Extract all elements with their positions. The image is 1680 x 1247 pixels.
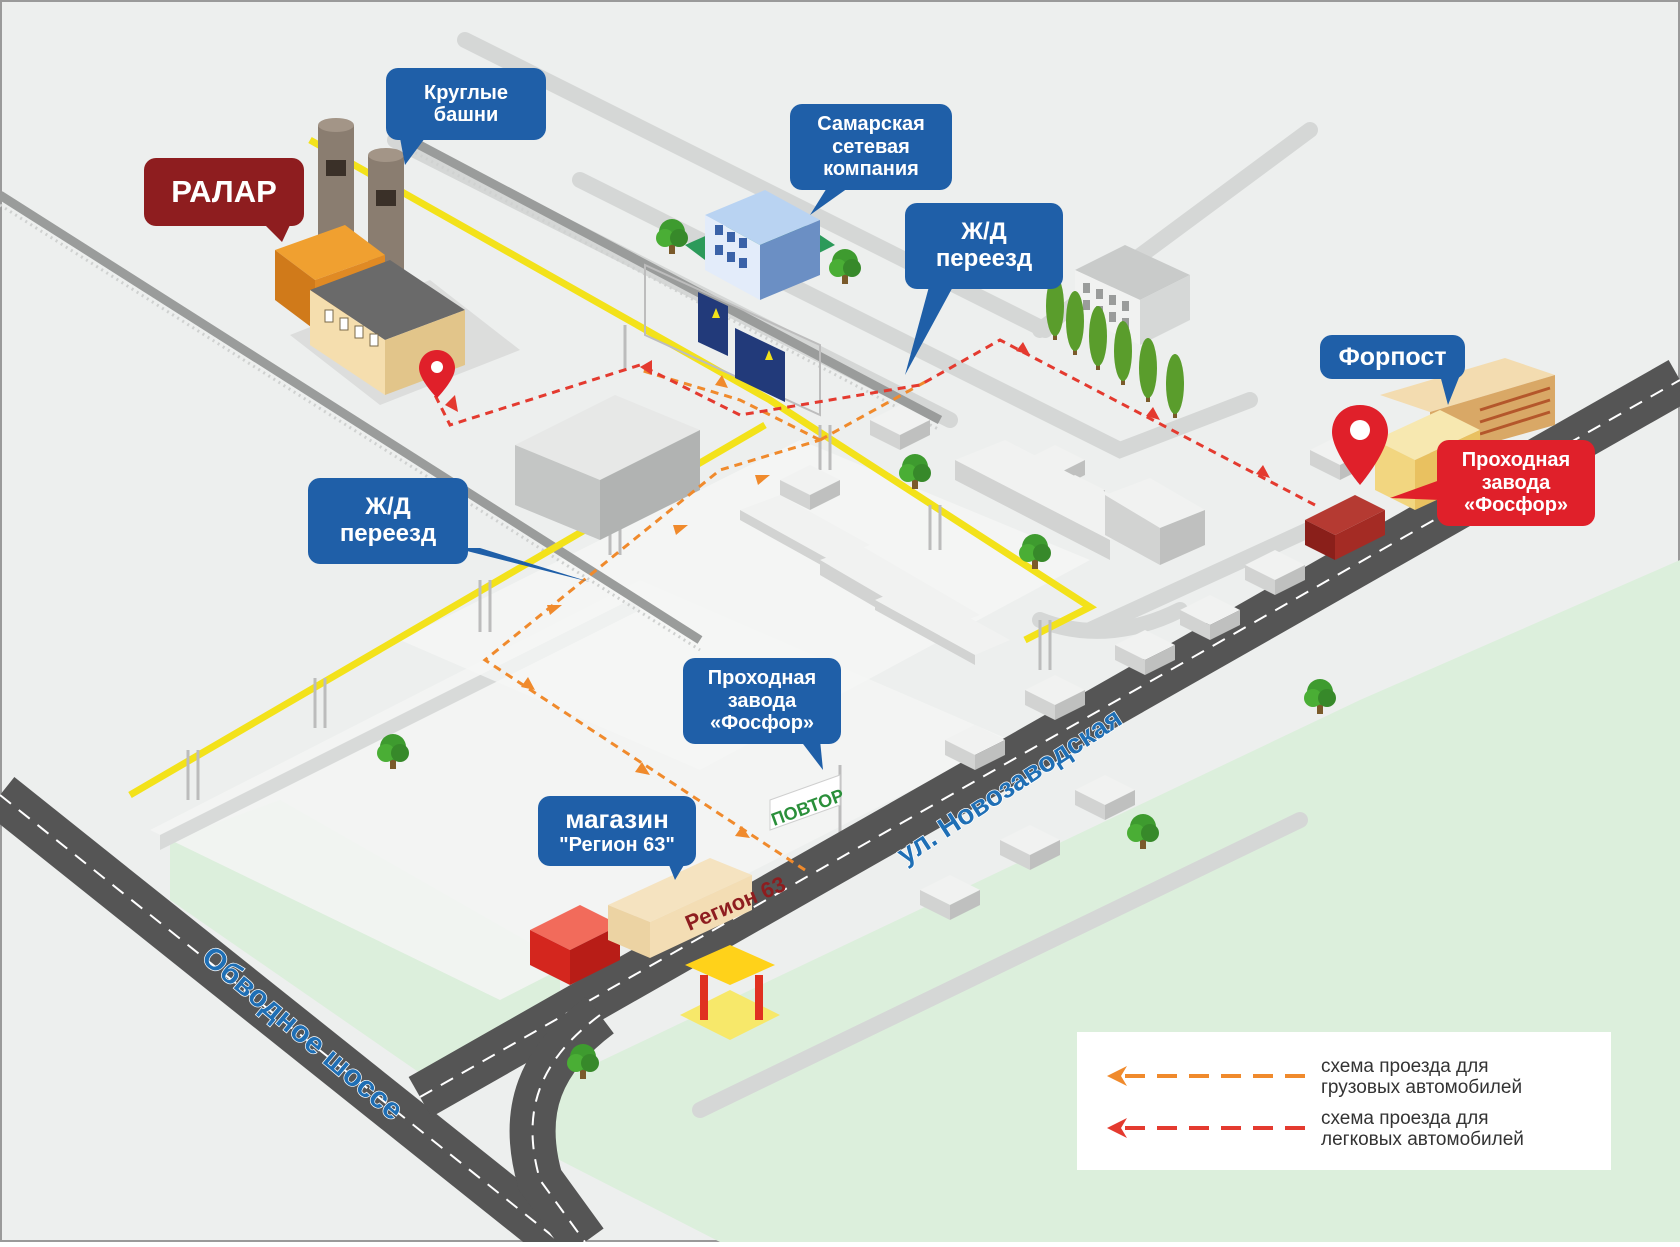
legend-row-cars: схема проезда для легковых автомобилей: [1077, 1106, 1611, 1166]
legend-row-trucks: схема проезда для грузовых автомобилей: [1077, 1054, 1611, 1114]
small-buildings: [740, 405, 1370, 920]
callout-rail-crossing-top: Ж/Д переезд: [905, 203, 1063, 289]
shop-subtitle: "Регион 63": [559, 834, 675, 857]
legend: схема проезда для грузовых автомобилей с…: [1077, 1032, 1611, 1170]
legend-trucks-label: схема проезда для грузовых автомобилей: [1321, 1056, 1523, 1099]
callout-ralar: РАЛАР: [144, 158, 304, 226]
callout-forpost: Форпост: [1320, 335, 1465, 379]
road-obvodnoe: [0, 777, 575, 1247]
railway-tracks: [0, 136, 943, 652]
callout-samara-grid: Самарская сетевая компания: [790, 104, 952, 190]
truck-route-arrow-icon: [1107, 1066, 1307, 1086]
gate-structure: [644, 263, 821, 417]
callout-shop: магазин "Регион 63": [538, 796, 696, 866]
callout-round-towers: Круглые башни: [386, 68, 546, 140]
callout-gate-right: Проходная завода «Фосфор»: [1437, 440, 1595, 526]
building-ralar: [275, 118, 520, 405]
building-samara-grid: [685, 190, 835, 300]
car-route: [433, 338, 1316, 507]
building-gas-station: [680, 945, 780, 1040]
car-route-arrow-icon: [1107, 1118, 1307, 1138]
building-gate-phosphor: [1305, 495, 1385, 560]
warehouse-center: [515, 395, 700, 540]
arrow-icon: [521, 375, 770, 838]
callout-gate-bottom: Проходная завода «Фосфор»: [683, 658, 841, 744]
legend-cars-label: схема проезда для легковых автомобилей: [1321, 1108, 1524, 1151]
shop-title: магазин: [565, 804, 669, 835]
callout-rail-crossing-left: Ж/Д переезд: [308, 478, 468, 564]
map-pin-icon: [419, 350, 1388, 485]
